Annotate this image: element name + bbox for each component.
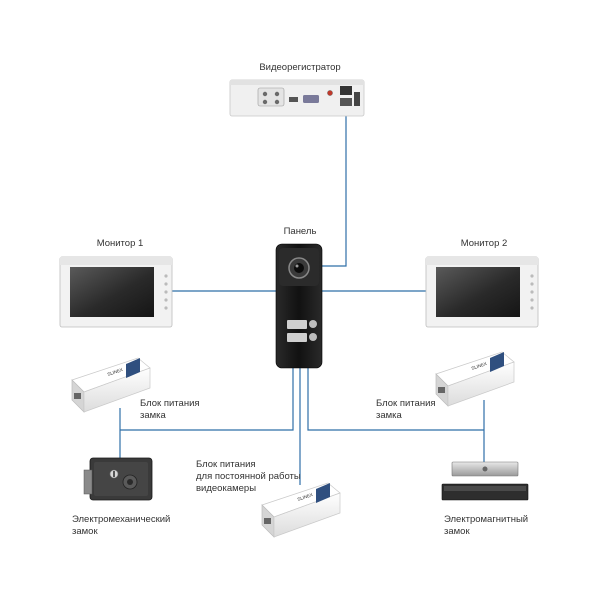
label-dvr: Видеорегистратор — [259, 62, 341, 73]
label-lock-mechanical-line2: замок — [72, 526, 98, 537]
label-psu-right-line2: замка — [376, 410, 402, 421]
label-psu-left-line2: замка — [140, 410, 166, 421]
door-panel — [275, 243, 323, 369]
psu-brand-camera: SLINEX — [297, 492, 314, 502]
electromagnetic-lock — [441, 461, 529, 501]
label-monitor-1: Монитор 1 — [96, 238, 144, 249]
wire-panel-right-lock — [307, 368, 484, 431]
psu-brand-left: SLINEX — [107, 367, 124, 377]
wire-panel-left-lock — [120, 368, 294, 431]
psu-lock-left: SLINEX — [71, 357, 151, 413]
wire-dvr-panel — [322, 112, 347, 267]
label-psu-right: Блок питания замка — [376, 398, 436, 422]
psu-brand-right: SLINEX — [471, 361, 488, 371]
label-psu-camera-line2: для постоянной работы — [196, 471, 301, 482]
label-psu-left-line1: Блок питания — [140, 398, 200, 409]
wiring — [119, 112, 485, 485]
label-monitor-2: Монитор 2 — [460, 238, 508, 249]
label-lock-mechanical-line1: Электромеханический — [72, 514, 171, 525]
label-psu-right-line1: Блок питания — [376, 398, 436, 409]
label-lock-magnetic-line1: Электромагнитный — [444, 514, 529, 525]
label-lock-magnetic: Электромагнитный замок — [444, 514, 528, 538]
psu-lock-right: SLINEX — [435, 351, 515, 407]
monitor-2 — [425, 256, 539, 328]
label-lock-magnetic-line2: замок — [444, 526, 470, 537]
label-psu-camera: Блок питания для постоянной работы видео… — [196, 459, 301, 495]
label-psu-camera-line1: Блок питания — [196, 459, 256, 470]
label-psu-left: Блок питания замка — [140, 398, 200, 422]
electromechanical-lock — [83, 457, 153, 501]
monitor-1 — [59, 256, 173, 328]
label-panel: Панель — [283, 226, 317, 237]
psu-camera: SLINEX — [261, 482, 341, 538]
dvr-device — [229, 79, 365, 117]
label-psu-camera-line3: видеокамеры — [196, 483, 257, 494]
label-lock-mechanical: Электромеханический замок — [72, 514, 170, 538]
